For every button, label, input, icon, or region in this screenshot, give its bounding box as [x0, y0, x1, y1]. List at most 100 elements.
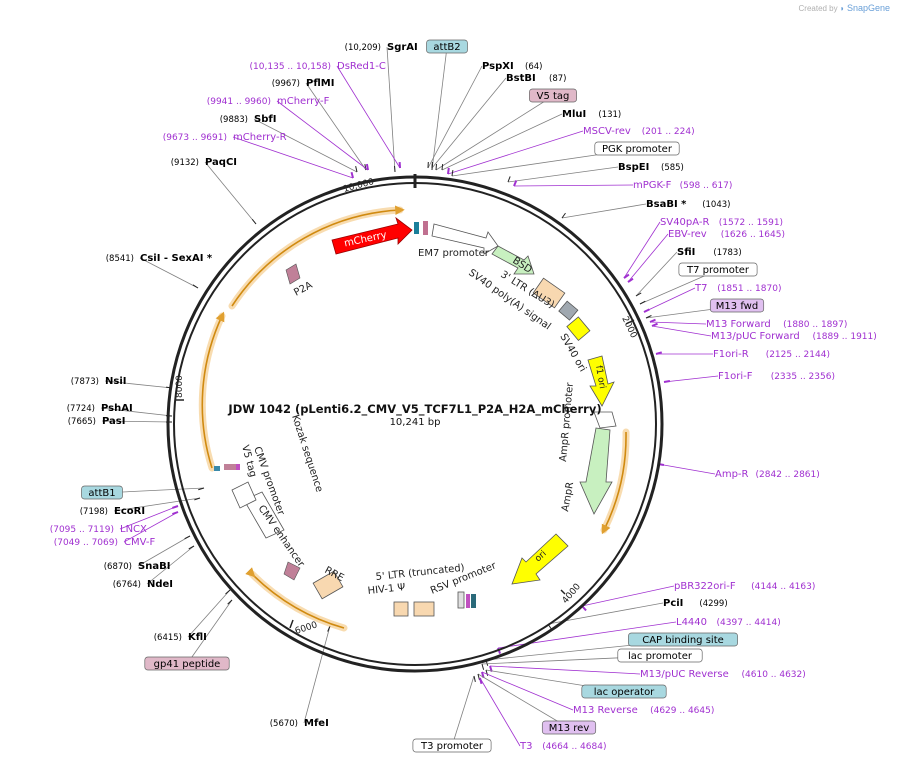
- annotation-name: NsiI: [105, 376, 126, 387]
- annotation-mscv-rev[interactable]: MSCV-rev(201 .. 224): [583, 126, 695, 137]
- annotation-position: (2335 .. 2356): [771, 372, 835, 382]
- annotation-name: M13 Reverse: [573, 705, 638, 716]
- lac-tag: [466, 594, 470, 608]
- annotation-mfei[interactable]: (5670)MfeI: [270, 718, 329, 729]
- annotation-sgrai[interactable]: (10,209)SgrAI: [345, 42, 418, 53]
- annotation-label: lac operator: [594, 687, 655, 698]
- annotation-cmv-f[interactable]: (7049 .. 7069)CMV-F: [54, 537, 156, 548]
- annotation-name: M13 Forward: [706, 319, 771, 330]
- annotation-lac-promoter[interactable]: lac promoter: [617, 648, 703, 663]
- annotation-position: (7873): [71, 377, 99, 387]
- annotation-nsii[interactable]: (7873) NsiI: [71, 376, 127, 387]
- annotation-pshai[interactable]: (7724)PshAI: [67, 403, 133, 414]
- annotation-position: (9941 .. 9960): [207, 97, 271, 107]
- annotation-name: pBR322ori-F: [674, 581, 736, 592]
- annotation-position: (8541): [106, 254, 134, 264]
- annotation-bstbi[interactable]: BstBI(87): [506, 73, 566, 84]
- annotation-lac-operator[interactable]: lac operator: [581, 684, 667, 699]
- sv40ori-box: [566, 316, 591, 341]
- em7-promoter-label: EM7 promoter: [418, 248, 490, 259]
- annotation-bspei[interactable]: BspEI(585): [618, 162, 684, 173]
- annotation-position: (1572 .. 1591): [719, 218, 783, 228]
- annotation-cap-binding-site[interactable]: CAP binding site: [628, 632, 738, 647]
- annotation-label: attB2: [433, 42, 460, 53]
- annotation-snabi[interactable]: (6870)SnaBI: [104, 561, 171, 572]
- annotation-v5-tag[interactable]: V5 tag: [529, 88, 577, 103]
- annotation-position: (1626 .. 1645): [721, 230, 785, 240]
- annotation-position: (6764): [113, 580, 141, 590]
- bsd-arrow: [491, 245, 535, 275]
- rsv-box: [457, 591, 465, 609]
- annotation-m13-reverse[interactable]: M13 Reverse(4629 .. 4645): [573, 705, 714, 716]
- annotation-pflmi[interactable]: (9967)PflMI: [272, 78, 335, 89]
- annotation-position: (9132): [171, 158, 199, 168]
- annotation-name: EBV-rev: [668, 229, 707, 240]
- annotation-pspxi[interactable]: PspXI(64): [482, 61, 542, 72]
- gp41-tag: [283, 561, 301, 581]
- annotation-position: (6415): [154, 633, 182, 643]
- f1ori-label: f1 ori: [593, 365, 607, 390]
- annotation-position: (7095 .. 7119): [50, 525, 114, 535]
- annotation-attb1[interactable]: attB1: [81, 485, 123, 500]
- annotation-dsred1-c[interactable]: (10,135 .. 10,158)DsRed1-C: [250, 61, 386, 72]
- f1ori-arrow: [587, 355, 615, 407]
- annotation-t7-promoter[interactable]: T7 promoter: [678, 262, 758, 277]
- annotation-l4440[interactable]: L4440(4397 .. 4414): [676, 617, 781, 628]
- annotation-kfli[interactable]: (6415)KflI: [154, 632, 207, 643]
- annotation-position: (4664 .. 4684): [542, 742, 606, 752]
- annotation-paqci[interactable]: (9132)PaqCI: [171, 157, 237, 168]
- annotation-position: (4610 .. 4632): [742, 670, 806, 680]
- annotation-mcherry-r[interactable]: (9673 .. 9691)mCherry-R: [163, 132, 287, 143]
- annotation-name: PasI: [102, 416, 125, 427]
- annotation-name: PspXI: [482, 61, 514, 72]
- annotation-ecori[interactable]: (7198)EcoRI: [80, 506, 145, 517]
- annotation-t3[interactable]: T3(4664 .. 4684): [519, 741, 606, 752]
- annotation-m13-puc-forward[interactable]: M13/pUC Forward (1889 .. 1911): [711, 331, 877, 342]
- annotation-name: EcoRI: [114, 506, 145, 517]
- annotation-label: T3 promoter: [420, 741, 484, 752]
- annotation-pasi[interactable]: (7665)PasI: [68, 416, 126, 427]
- annotation-gp41-peptide[interactable]: gp41 peptide: [144, 656, 230, 671]
- annotation-label: PGK promoter: [602, 144, 673, 155]
- annotation-bsabi[interactable]: BsaBI *(1043): [646, 199, 730, 210]
- annotation-t7[interactable]: T7(1851 .. 1870): [694, 283, 781, 294]
- ltr5-box: [413, 601, 435, 617]
- annotation-mcherry-f[interactable]: (9941 .. 9960)mCherry-F: [207, 96, 330, 107]
- annotation-position: (10,209): [345, 43, 381, 53]
- annotation-m13-fwd[interactable]: M13 fwd: [709, 298, 765, 313]
- annotation-ndei[interactable]: (6764)NdeI: [113, 579, 173, 590]
- annotation-f1ori-r[interactable]: F1ori-R(2125 .. 2144): [713, 349, 830, 360]
- annotation-mpgk-f[interactable]: mPGK-F(598 .. 617): [633, 180, 732, 191]
- kozak-label: Kozak sequence: [289, 414, 324, 494]
- annotation-name: M13/pUC Reverse: [640, 669, 729, 680]
- cap-tag: [471, 594, 476, 608]
- annotation-name: SnaBI: [138, 561, 170, 572]
- annotation-sv40pa-r[interactable]: SV40pA-R(1572 .. 1591): [660, 217, 783, 228]
- annotation-amp-r[interactable]: Amp-R(2842 .. 2861): [715, 469, 820, 480]
- annotation-pgk-promoter[interactable]: PGK promoter: [594, 141, 680, 156]
- annotation-position: (585): [661, 163, 684, 173]
- annotation-pcii[interactable]: PciI(4299): [663, 598, 728, 609]
- annotation-pbr322ori-f[interactable]: pBR322ori-F(4144 .. 4163): [674, 581, 815, 592]
- annotation-m13-puc-reverse[interactable]: M13/pUC Reverse (4610 .. 4632): [640, 669, 806, 680]
- annotation-position: (7724): [67, 404, 95, 414]
- annotation-position: (2125 .. 2144): [766, 350, 830, 360]
- annotation-f1ori-f[interactable]: F1ori-F(2335 .. 2356): [718, 371, 835, 382]
- annotation-mlui[interactable]: MluI(131): [562, 109, 621, 120]
- plasmid-size: 10,241 bp: [390, 417, 441, 428]
- annotation-sfii[interactable]: SfiI(1783): [677, 247, 742, 258]
- annotation-position: (10,135 .. 10,158): [250, 62, 331, 72]
- annotation-attb2[interactable]: attB2: [426, 39, 468, 54]
- annotation-name: M13/pUC Forward: [711, 331, 800, 342]
- annotation-sbfi[interactable]: (9883)SbfI: [220, 114, 277, 125]
- annotation-position: (1889 .. 1911): [813, 332, 877, 342]
- p2a-tag: [285, 263, 301, 285]
- annotation-position: (1783): [713, 248, 741, 258]
- annotation-ebv-rev[interactable]: EBV-rev (1626 .. 1645): [668, 229, 785, 240]
- annotation-m13-rev[interactable]: M13 rev: [541, 720, 597, 735]
- annotation-csii[interactable]: (8541)CsiI - SexAI *: [106, 253, 213, 264]
- annotation-lncx[interactable]: (7095 .. 7119)LNCX: [50, 524, 147, 535]
- annotation-m13-forward[interactable]: M13 Forward(1880 .. 1897): [706, 319, 847, 330]
- annotation-t3-promoter[interactable]: T3 promoter: [412, 738, 492, 753]
